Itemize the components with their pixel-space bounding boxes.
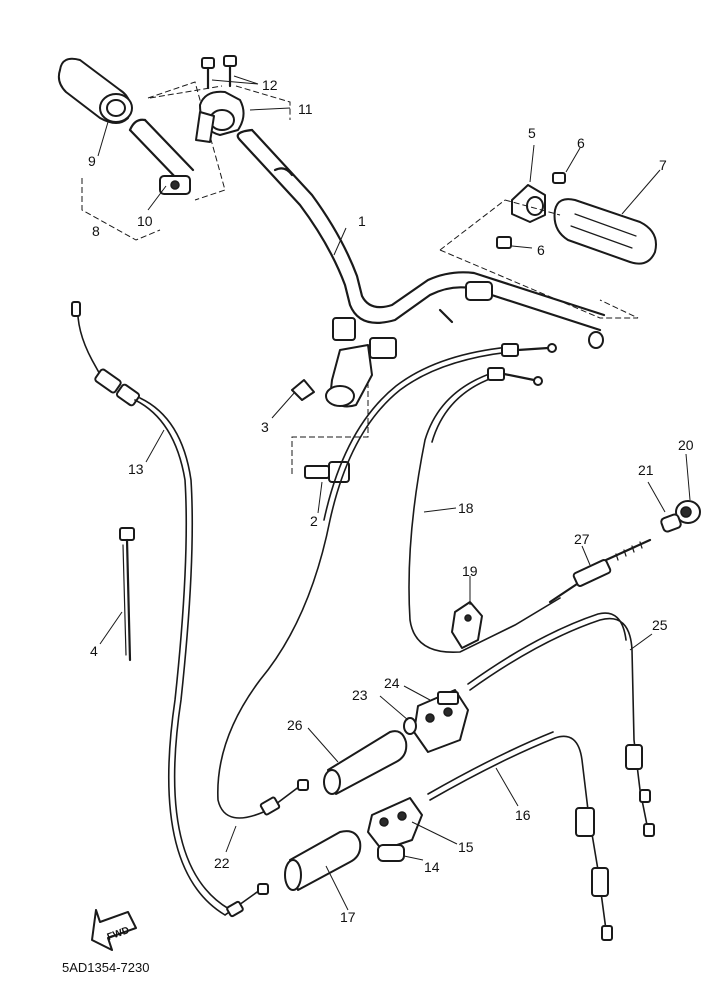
callout-26: 26: [287, 717, 303, 733]
switch-button-23: [403, 717, 417, 735]
bolt-2: [304, 461, 350, 483]
callout-14: 14: [424, 859, 440, 875]
leader-lines: [97, 75, 691, 911]
fwd-arrow-icon: FWD: [91, 909, 137, 951]
callout-15: 15: [458, 839, 474, 855]
handlebar: [236, 128, 606, 349]
callout-5: 5: [528, 125, 536, 141]
screw-6b: [496, 236, 512, 249]
callout-20: 20: [678, 437, 694, 453]
switch-assembly-15: [367, 797, 423, 851]
bracket-19: [451, 601, 483, 649]
callout-24: 24: [384, 675, 400, 691]
callout-16: 16: [515, 807, 531, 823]
callout-10: 10: [137, 213, 153, 229]
handlebar-holder: [325, 317, 397, 408]
callout-27: 27: [574, 531, 590, 547]
callout-12: 12: [262, 77, 278, 93]
throttle-lever-5: [511, 184, 546, 223]
callout-3: 3: [261, 419, 269, 435]
left-switch-sleeve: [128, 118, 195, 182]
callout-22: 22: [214, 855, 230, 871]
callout-13: 13: [128, 461, 144, 477]
screw-12a: [201, 57, 215, 90]
callout-2: 2: [310, 513, 318, 529]
callout-7: 7: [659, 157, 667, 173]
cap-20: [675, 500, 701, 524]
callout-25: 25: [652, 617, 668, 633]
drawing-code: 5AD1354-7230: [62, 960, 149, 975]
cable-13: [71, 301, 269, 918]
mount-bracket-outline: [291, 382, 369, 475]
cable-18: [408, 367, 561, 653]
callout-8: 8: [92, 223, 100, 239]
cable-16: [427, 731, 613, 941]
callout-labels: 1 2 3 4 5 6 6 7 8 9 10 11 12 13 14 15 16…: [88, 77, 694, 925]
callout-23: 23: [352, 687, 368, 703]
lever-holder-10: [159, 175, 191, 195]
bar-clamp: [438, 281, 493, 324]
callout-11: 11: [298, 101, 313, 117]
screw-6a: [552, 172, 566, 184]
screw-12b: [223, 55, 237, 88]
callout-17: 17: [340, 909, 356, 925]
grip-17: [284, 830, 362, 891]
callout-19: 19: [462, 563, 478, 579]
callout-9: 9: [88, 153, 96, 169]
callout-21: 21: [638, 462, 654, 478]
cable-holder-3: [291, 379, 315, 401]
cable-25: [467, 612, 655, 837]
callout-1: 1: [358, 213, 366, 229]
callout-6b: 6: [537, 242, 545, 258]
switch-assembly-24: [413, 689, 469, 753]
grip-26: [323, 730, 408, 795]
right-grip-group-outline: [439, 199, 639, 319]
callout-4: 4: [90, 643, 98, 659]
throttle-group-outline: [149, 85, 291, 120]
switch-button-14: [377, 844, 405, 862]
cable-22: [217, 343, 557, 819]
cable-tie-4: [119, 527, 135, 662]
throttle-housing-11: [195, 90, 245, 143]
cable-27: [548, 538, 652, 604]
right-grip-7: [553, 198, 657, 265]
collar-21: [660, 513, 682, 533]
left-grip: [57, 57, 133, 124]
callout-18: 18: [458, 500, 474, 516]
callout-6a: 6: [577, 135, 585, 151]
